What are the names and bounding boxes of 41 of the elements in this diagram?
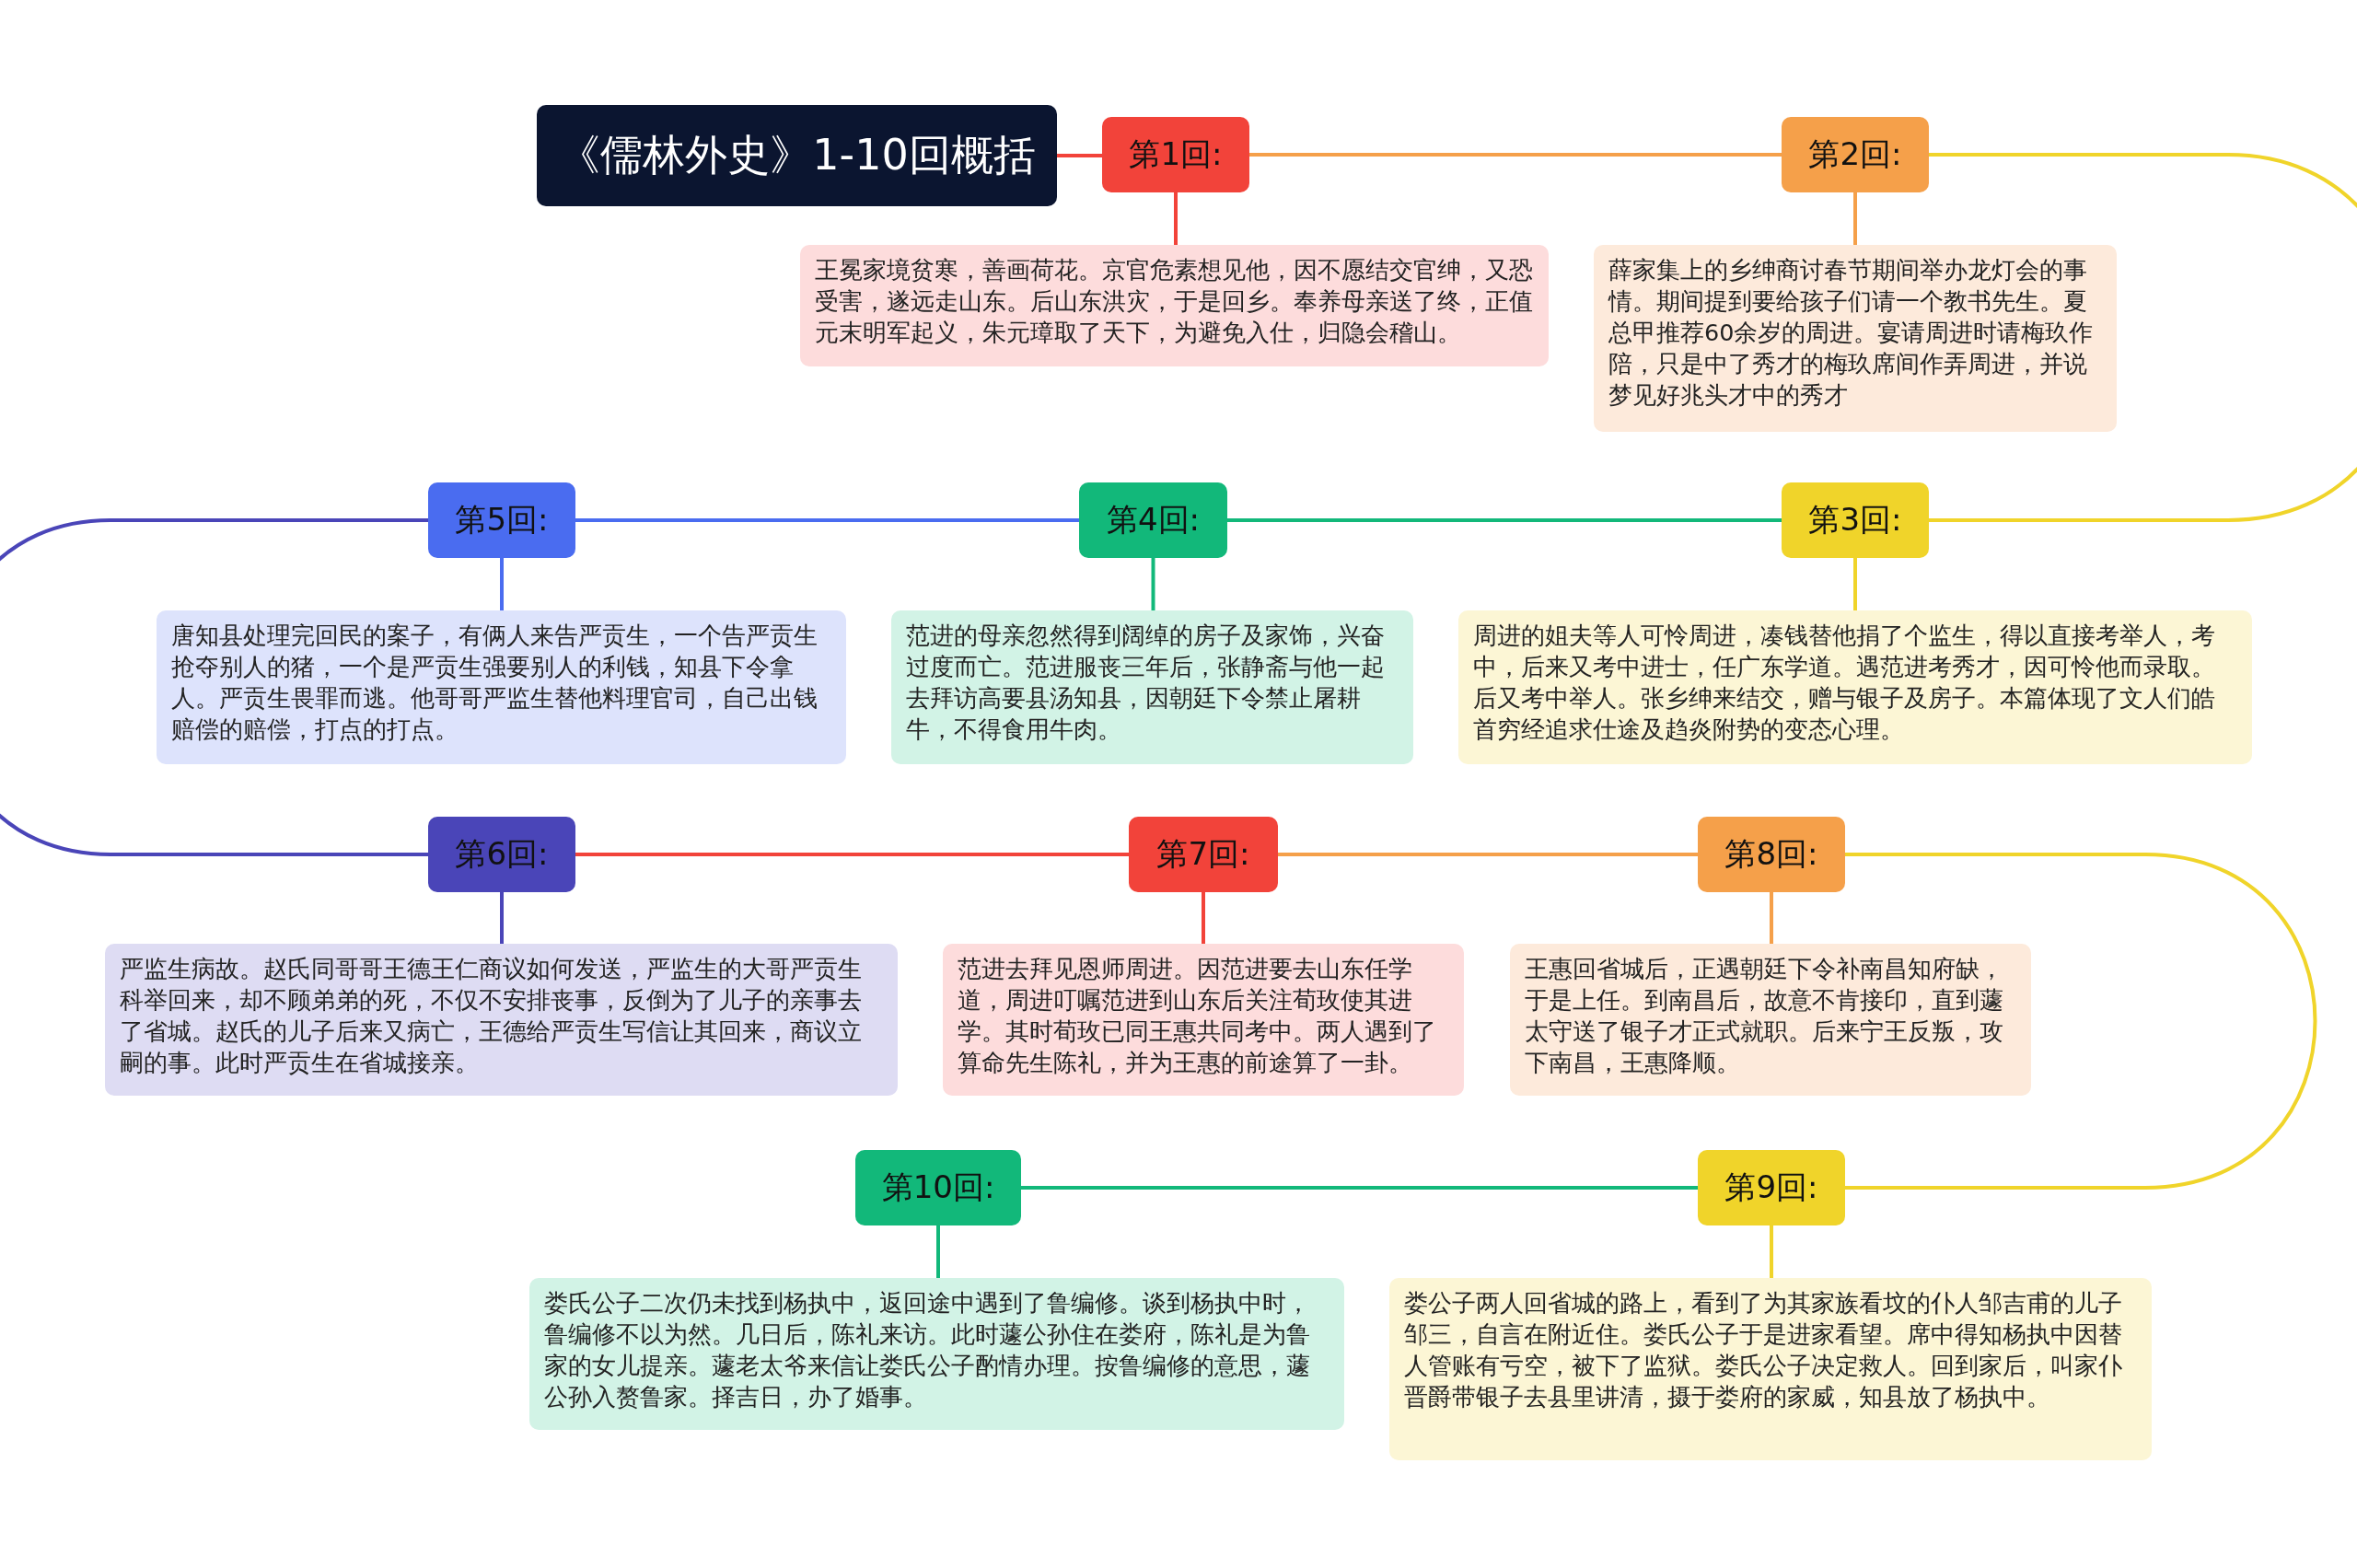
chapter-label: 第10回: (855, 1150, 1021, 1225)
connector-line (1227, 518, 1782, 522)
chapter-label: 第3回: (1782, 482, 1929, 558)
connector-line (1929, 153, 2357, 522)
connector-line (500, 558, 504, 610)
connector-line (1174, 192, 1178, 245)
summary-box: 范进的母亲忽然得到阔绰的房子及家饰，兴奋过度而亡。范进服丧三年后，张静斋与他一起去拜访高要县汤知县，因朝廷下令禁止屠耕牛，不得食用牛肉。 (891, 610, 1413, 764)
summary-box: 王惠回省城后，正遇朝廷下令补南昌知府缺，于是上任。到南昌后，故意不肯接印，直到蘧太守送了银子才正式就职。后来宁王反叛，攻下南昌，王惠降顺。 (1510, 944, 2031, 1096)
summary-box: 范进去拜见恩师周进。因范进要去山东任学道，周进叮嘱范进到山东后关注荀玫使其进学。其时荀玫已同王惠共同考中。两人遇到了算命先生陈礼，并为王惠的前途算了一卦。 (943, 944, 1464, 1096)
connector-line (575, 853, 1129, 856)
connector-line (1853, 558, 1857, 610)
chapter-label: 第7回: (1129, 817, 1278, 892)
summary-box: 王冕家境贫寒，善画荷花。京官危素想见他，因不愿结交官绅，又恐受害，遂远走山东。后山东洪灾，于是回乡。奉养母亲送了终，正值元末明军起义，朱元璋取了天下，为避免入仕，归隐会稽山。 (800, 245, 1549, 366)
chapter-label: 第2回: (1782, 117, 1929, 192)
chapter-label: 第8回: (1698, 817, 1845, 892)
connector-line (500, 892, 504, 944)
connector-line (1770, 892, 1773, 944)
chapter-label: 第6回: (428, 817, 575, 892)
connector-line (1202, 892, 1205, 944)
summary-box: 薛家集上的乡绅商讨春节期间举办龙灯会的事情。期间提到要给孩子们请一个教书先生。夏总甲推荐60余岁的周进。宴请周进时请梅玖作陪，只是中了秀才的梅玖席间作弄周进，并说梦见好兆头才中的秀才 (1594, 245, 2117, 432)
connector-line (1770, 1225, 1773, 1278)
chapter-label: 第1回: (1102, 117, 1249, 192)
connector-line (1057, 154, 1102, 157)
summary-box: 娄公子两人回省城的路上，看到了为其家族看坟的仆人邹吉甫的儿子邹三，自言在附近住。娄氏公子于是进家看望。席中得知杨执中因替人管账有亏空，被下了监狱。娄氏公子决定救人。回到家后，叫家仆晋爵带银子去县里讲清，摄于娄府的家威，知县放了杨执中。 (1389, 1278, 2152, 1460)
connector-line (1021, 1186, 1698, 1190)
summary-box: 娄氏公子二次仍未找到杨执中，返回途中遇到了鲁编修。谈到杨执中时，鲁编修不以为然。几日后，陈礼来访。此时蘧公孙住在娄府，陈礼是为鲁家的女儿提亲。蘧老太爷来信让娄氏公子酌情办理。按鲁编修的意思，蘧公孙入赘鲁家。择吉日，办了婚事。 (529, 1278, 1344, 1430)
summary-box: 唐知县处理完回民的案子，有俩人来告严贡生，一个告严贡生抢夺别人的猪，一个是严贡生强要别人的利钱，知县下令拿人。严贡生畏罪而逃。他哥哥严监生替他料理官司，自己出钱赔偿的赔偿，打点的打点。 (157, 610, 846, 764)
connector-line (1249, 153, 1782, 157)
connector-line (575, 518, 1079, 522)
connector-line (936, 1225, 940, 1278)
connector-line (1151, 558, 1155, 610)
summary-box: 周进的姐夫等人可怜周进，凑钱替他捐了个监生，得以直接考举人，考中，后来又考中进士，任广东学道。遇范进考秀才，因可怜他而录取。后又考中举人。张乡绅来结交，赠与银子及房子。本篇体现了文人们皓首穷经追求仕途及趋炎附势的变态心理。 (1458, 610, 2252, 764)
connector-line (1853, 192, 1857, 245)
connector-line (1278, 853, 1698, 856)
chapter-label: 第5回: (428, 482, 575, 558)
chapter-label: 第4回: (1079, 482, 1227, 558)
summary-box: 严监生病故。赵氏同哥哥王德王仁商议如何发送，严监生的大哥严贡生科举回来，却不顾弟弟的死，不仅不安排丧事，反倒为了儿子的亲事去了省城。赵氏的儿子后来又病亡，王德给严贡生写信让其回来，商议立嗣的事。此时严贡生在省城接亲。 (105, 944, 898, 1096)
chapter-label: 第9回: (1698, 1150, 1845, 1225)
title-box: 《儒林外史》1-10回概括 (537, 105, 1057, 206)
connector-line (0, 518, 428, 856)
connector-line (1845, 853, 2316, 1190)
